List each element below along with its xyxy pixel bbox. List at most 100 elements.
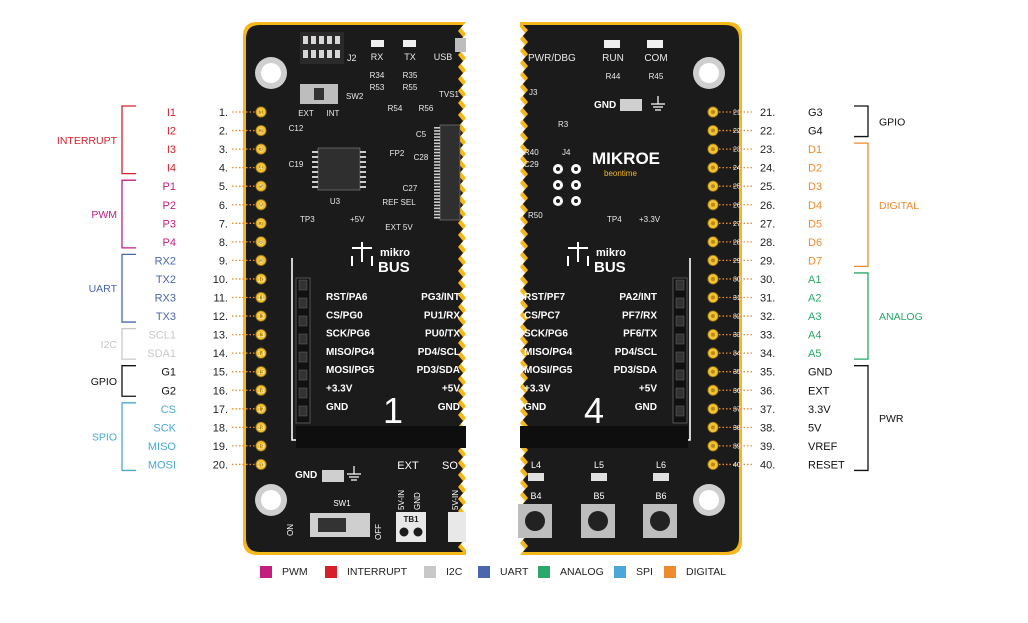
mounting-hole-center xyxy=(261,490,281,510)
mikrobus4-left-pin-label: MISO/PG4 xyxy=(524,347,573,358)
left-header-pin-label: 8 xyxy=(259,239,263,246)
left-pin-number: 5. xyxy=(219,181,228,193)
label-tvs1: TVS1 xyxy=(439,90,460,99)
mounting-hole-center xyxy=(261,63,281,83)
ic-pin xyxy=(360,181,366,183)
left-pin-number: 4. xyxy=(219,163,228,175)
ic-pin xyxy=(434,182,440,185)
mikrobus1-left-pin-label: SCK/PG6 xyxy=(326,329,370,340)
ic-pin xyxy=(434,201,440,203)
label-r44: R44 xyxy=(606,72,621,81)
mikrobus1-right-pin-label: PG3/INT xyxy=(421,292,460,303)
right-header-pin-hole xyxy=(711,369,715,374)
left-header-pin-label: 20 xyxy=(257,462,265,469)
ic-pin xyxy=(434,195,440,197)
mikrobus-socket-strip xyxy=(672,277,688,424)
label-plus3v3: +3.3V xyxy=(639,215,661,224)
mikrobus-logo-text2: BUS xyxy=(594,259,626,276)
mikrobus-logo-icon xyxy=(567,242,589,266)
ic-pin xyxy=(360,176,366,178)
mikrobus-socket-contact xyxy=(675,387,685,399)
left-pin-name: G1 xyxy=(161,367,176,379)
ic-pin xyxy=(434,189,440,191)
label-r53: R53 xyxy=(370,83,385,92)
push-button-cap xyxy=(588,511,608,531)
led-run xyxy=(604,40,620,48)
left-pin-number: 8. xyxy=(219,237,228,249)
led-label: L5 xyxy=(594,460,604,470)
mikrobus4-left-pin-label: CS/PC7 xyxy=(524,310,561,321)
legend-swatch xyxy=(664,566,676,578)
left-pin-number: 16. xyxy=(213,385,228,397)
right-header-pin-hole xyxy=(711,128,715,133)
label-sol: SO xyxy=(442,460,458,472)
right-header-pin-label: 30 xyxy=(733,276,741,283)
left-group-label: SPIO xyxy=(92,432,117,444)
right-header-pin-hole xyxy=(711,388,715,393)
left-header-pin-hole xyxy=(259,351,263,356)
label-gnd: GND xyxy=(295,470,317,481)
left-group-bracket xyxy=(121,179,136,249)
terminal-block-tb1 xyxy=(396,512,426,542)
left-group-bracket xyxy=(121,253,136,323)
mikrobus1-left-pin-label: CS/PG0 xyxy=(326,310,363,321)
right-pin-name: VREF xyxy=(808,441,838,453)
mikrobus1-right-pin-label: GND xyxy=(438,402,460,413)
left-pin-name: P2 xyxy=(163,200,176,212)
jtag-header-pin xyxy=(311,50,316,58)
left-pin-number: 12. xyxy=(213,311,228,323)
label-ext-bottom: EXT xyxy=(397,460,419,472)
right-pin-number: 26. xyxy=(760,200,775,212)
right-pin-name: D1 xyxy=(808,144,822,156)
right-pin-name: D3 xyxy=(808,181,822,193)
left-pin-name: MOSI xyxy=(148,459,176,471)
left-group-bracket xyxy=(121,402,136,472)
left-pin-name: MISO xyxy=(148,441,177,453)
mikrobus1-right-pin-label: +5V xyxy=(442,384,460,395)
mikrobus1-left-pin-label: GND xyxy=(326,402,348,413)
left-header-pin-hole xyxy=(259,147,263,152)
left-header-pin-label: 11 xyxy=(258,295,265,302)
ic-pin xyxy=(312,151,318,153)
label-usb: USB xyxy=(434,52,453,62)
label-rx: RX xyxy=(371,52,384,62)
left-header-pin-label: 5 xyxy=(259,184,263,191)
legend-label: UART xyxy=(500,566,529,578)
left-pin-name: I2 xyxy=(167,126,176,138)
left-header-pin-hole xyxy=(259,388,263,393)
left-header-pin-label: 18 xyxy=(257,425,265,432)
mikrobus4-left-pin-label: GND xyxy=(524,402,546,413)
label-ext: EXT xyxy=(298,109,314,118)
mikrobus-socket-contact xyxy=(675,279,685,291)
left-pin-number: 15. xyxy=(213,367,228,379)
mikrobus-logo-text: mikro xyxy=(380,247,410,259)
left-header-pin-label: 4 xyxy=(259,165,263,172)
left-header-pin-label: 12 xyxy=(257,314,265,321)
left-pin-number: 20. xyxy=(213,459,228,471)
ic-pin xyxy=(434,179,440,182)
mikrobus4-left-pin-label: MOSI/PG5 xyxy=(524,365,573,376)
right-pin-number: 24. xyxy=(760,163,775,175)
mikrobus1-left-pin-label: RST/PA6 xyxy=(326,292,368,303)
left-header-pin-hole xyxy=(259,110,263,114)
right-pin-name: G3 xyxy=(808,107,823,119)
mikrobus4-right-pin-label: PA2/INT xyxy=(619,292,657,303)
ic-pin xyxy=(434,170,440,172)
right-header-pin-hole xyxy=(711,147,715,152)
label-com: COM xyxy=(644,53,667,64)
right-pin-name: D5 xyxy=(808,218,822,230)
ic-pin xyxy=(434,213,440,216)
right-pin-name: D6 xyxy=(808,237,822,249)
left-header-pin-label: 3 xyxy=(259,147,263,154)
mikrobus-socket-contact xyxy=(298,351,308,363)
right-header-pin-hole xyxy=(711,295,715,300)
label-r56: R56 xyxy=(419,104,434,113)
legend-label: PWM xyxy=(282,566,308,578)
label-r55: R55 xyxy=(403,83,418,92)
mikrobus4-right-pin-label: +5V xyxy=(639,384,657,395)
right-header-pin-hole xyxy=(711,165,715,170)
label-r54: R54 xyxy=(388,104,403,113)
led-light xyxy=(653,473,669,481)
left-header-pin-hole xyxy=(259,276,263,281)
